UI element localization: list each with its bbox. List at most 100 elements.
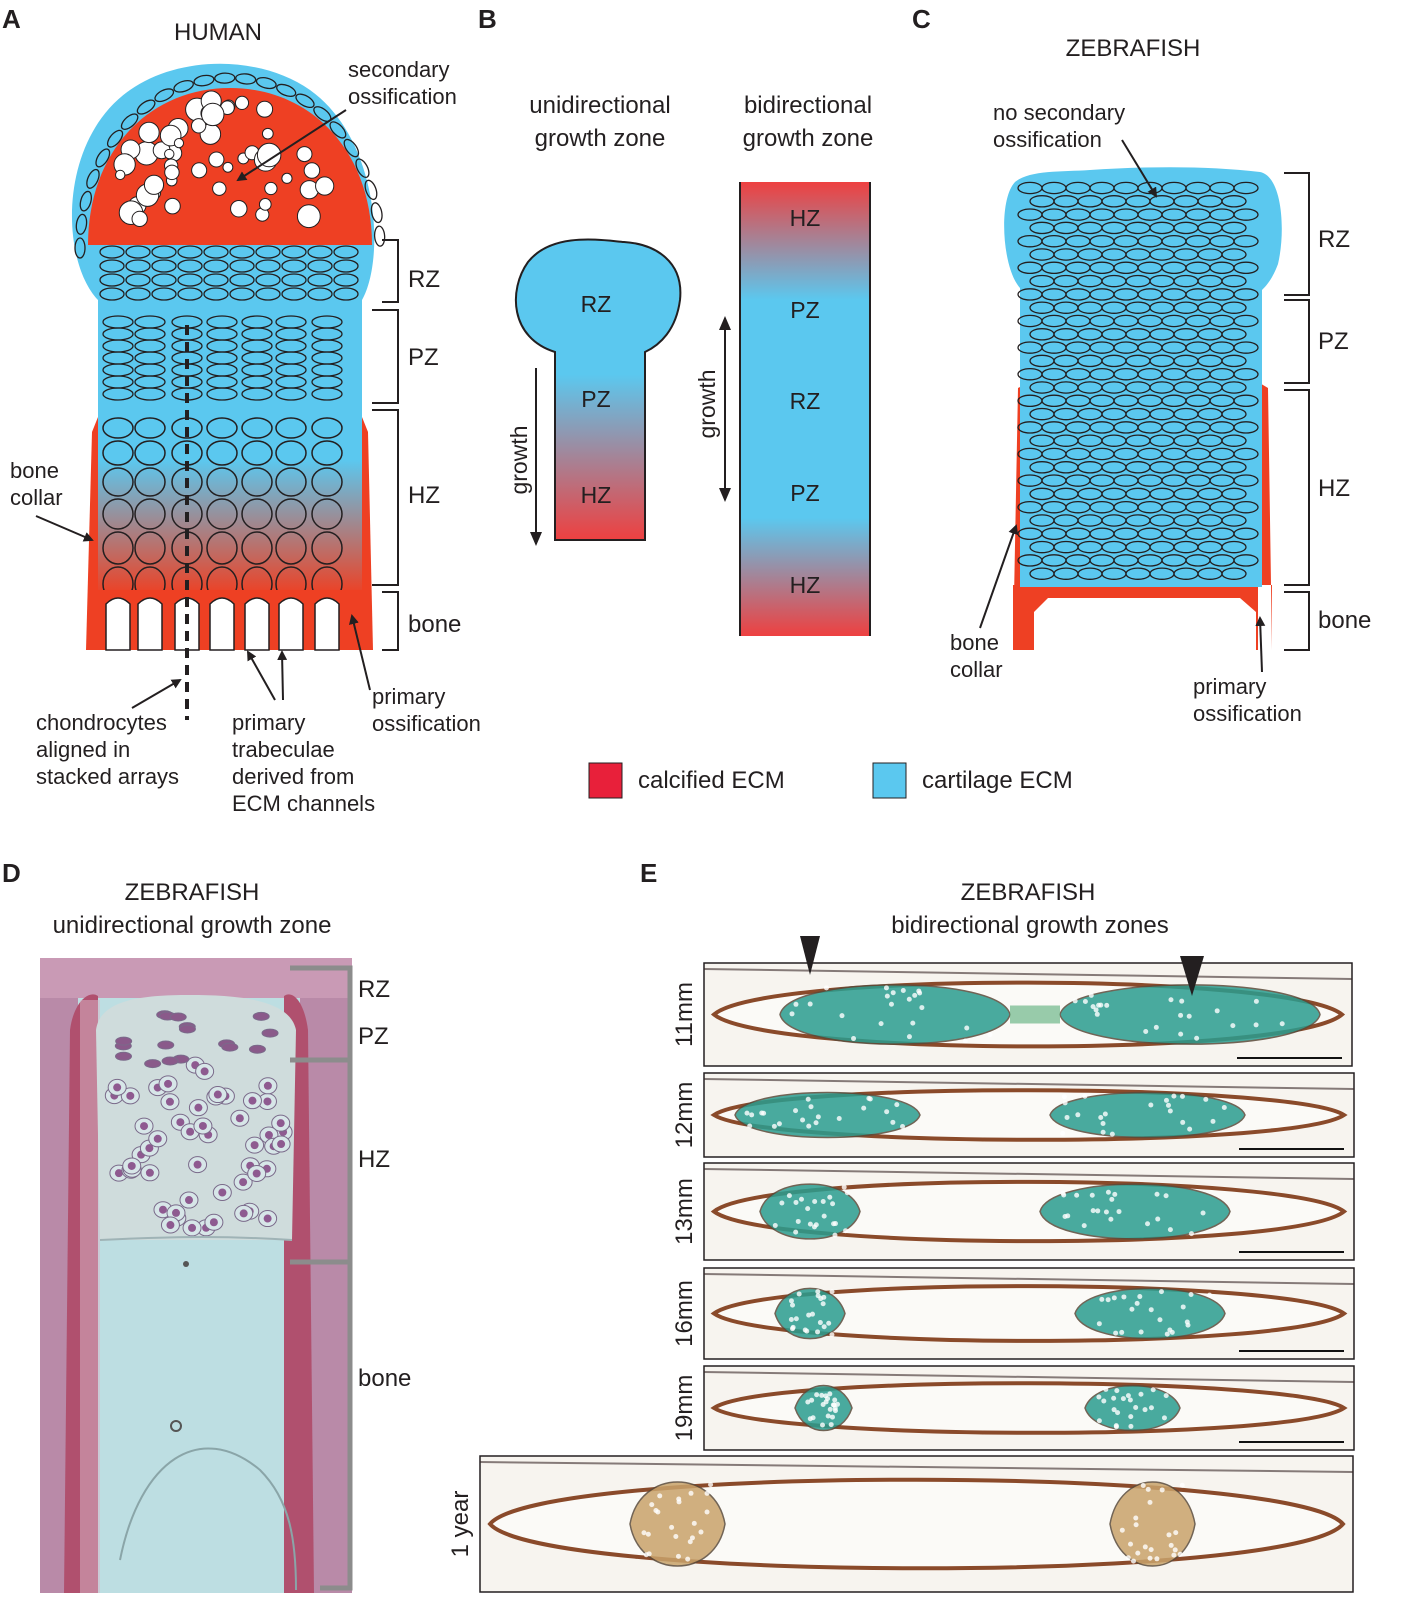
zebrafish-cell [1221,274,1247,288]
cell-nucleus [193,1160,202,1169]
cell-nucleus [248,1096,257,1105]
legend-label-cartilage: cartilage ECM [922,767,1073,794]
resting-cell [333,245,359,259]
chondrocyte [1104,1002,1110,1008]
arrow-chondrocytes [131,678,182,709]
chondrocyte [1210,1118,1216,1124]
chondrocyte [1100,1121,1106,1127]
chondrocyte [1145,1486,1151,1492]
chondrocyte [906,1034,912,1040]
label-collar: collar [10,485,63,510]
chondrocyte [1163,1393,1169,1399]
ossification-hole [164,164,180,181]
panel-e-letter: E [640,858,657,888]
chondrocyte [704,1490,710,1496]
chondrocyte [819,1392,825,1398]
chondrocyte [747,1123,753,1129]
chondrocyte [1230,1023,1236,1029]
chondrocyte [829,1414,835,1420]
chondrocyte [790,1302,796,1308]
hypertrophic-cell [311,498,343,530]
chondrocyte [1253,998,1259,1004]
cartilage-growth-zone [734,1091,921,1139]
chondrocyte [1147,1555,1153,1561]
hypertrophic-cell [134,417,166,439]
panel-e-title-1: ZEBRAFISH [961,879,1096,906]
zone-bracket-pz [372,309,399,404]
histology-cell [157,1040,175,1050]
panel-d-letter: D [2,858,21,888]
ossification-hole [164,148,175,160]
d-bracket-hz [290,1057,353,1265]
cell-nucleus [250,1141,259,1150]
chondrocyte [1134,1300,1140,1306]
chondrocyte [1090,1004,1096,1010]
zebrafish-cell [1233,341,1259,354]
chondrocyte [807,1416,813,1422]
resting-cell [203,287,229,301]
chondrocyte [790,1324,796,1330]
ossification-hole [303,162,321,179]
c-arrow-no-secondary [1121,139,1158,198]
chondrocyte [811,1224,817,1230]
unidirectional-shape [514,238,682,541]
chondrocyte [888,1001,894,1007]
chondrocyte [1094,1011,1100,1017]
zebrafish-cell [1221,540,1247,554]
chondrocyte [883,985,889,991]
panel-c-title: ZEBRAFISH [1066,35,1201,62]
zebrafish-cell [1233,181,1259,195]
cell-nucleus [200,1067,209,1076]
rim-cell [329,121,347,139]
resting-cell [307,287,333,301]
label-primary-oss: primary [372,684,445,709]
ossification-hole [256,100,274,118]
chondrocyte [1194,1035,1200,1041]
zebrafish-cell [1233,527,1259,541]
cell-nucleus [194,1103,203,1112]
zebrafish-cell [1221,221,1247,235]
chondrocyte [1081,1223,1087,1229]
hypertrophic-cell [134,531,166,565]
chondrocyte [1178,1012,1184,1018]
chondrocyte [1279,1021,1285,1027]
chondrocyte [1178,1031,1184,1037]
chondrocyte [1188,1231,1194,1237]
cell-nucleus [165,1097,174,1106]
resting-cell [177,259,203,273]
hypertrophic-cell [102,417,134,439]
chondrocyte [906,996,912,1002]
chondrocyte [1186,1013,1192,1019]
hypertrophic-cell [241,531,273,565]
stage-label: 16mm [671,1280,698,1347]
chondrocyte [687,1539,693,1545]
chondrocyte [806,1123,812,1129]
cell-nucleus [164,1079,173,1088]
zebrafish-cell [1221,328,1247,341]
chondrocyte [805,1399,811,1405]
chondrocyte [1165,1102,1171,1108]
zebrafish-cell [1233,367,1259,381]
hypertrophic-cell [102,498,134,530]
ossification-hole [164,197,181,215]
chondrocyte [813,1120,819,1126]
chondrocyte [708,1482,714,1488]
c-zone-bone: bone [1318,607,1371,634]
histology-section-12mm: 12mm [671,1072,1355,1158]
chondrocyte [688,1490,694,1496]
chondrocyte [1116,1209,1122,1215]
zebrafish-cell [1233,261,1259,275]
d-zone-pz: PZ [358,1023,389,1050]
chondrocyte [1082,1093,1088,1099]
resting-cell [281,273,307,287]
cell-nucleus [145,1144,154,1153]
chondrocyte [1148,1405,1154,1411]
chondrocyte [841,1184,847,1190]
resting-cell [125,259,151,273]
chondrocyte [1098,1115,1104,1121]
zebrafish-cell [1221,248,1247,261]
chondrocyte [827,1194,833,1200]
chondrocyte [820,1301,826,1307]
uni-zone-rz: RZ [581,291,612,317]
cell-nucleus [276,1119,285,1128]
